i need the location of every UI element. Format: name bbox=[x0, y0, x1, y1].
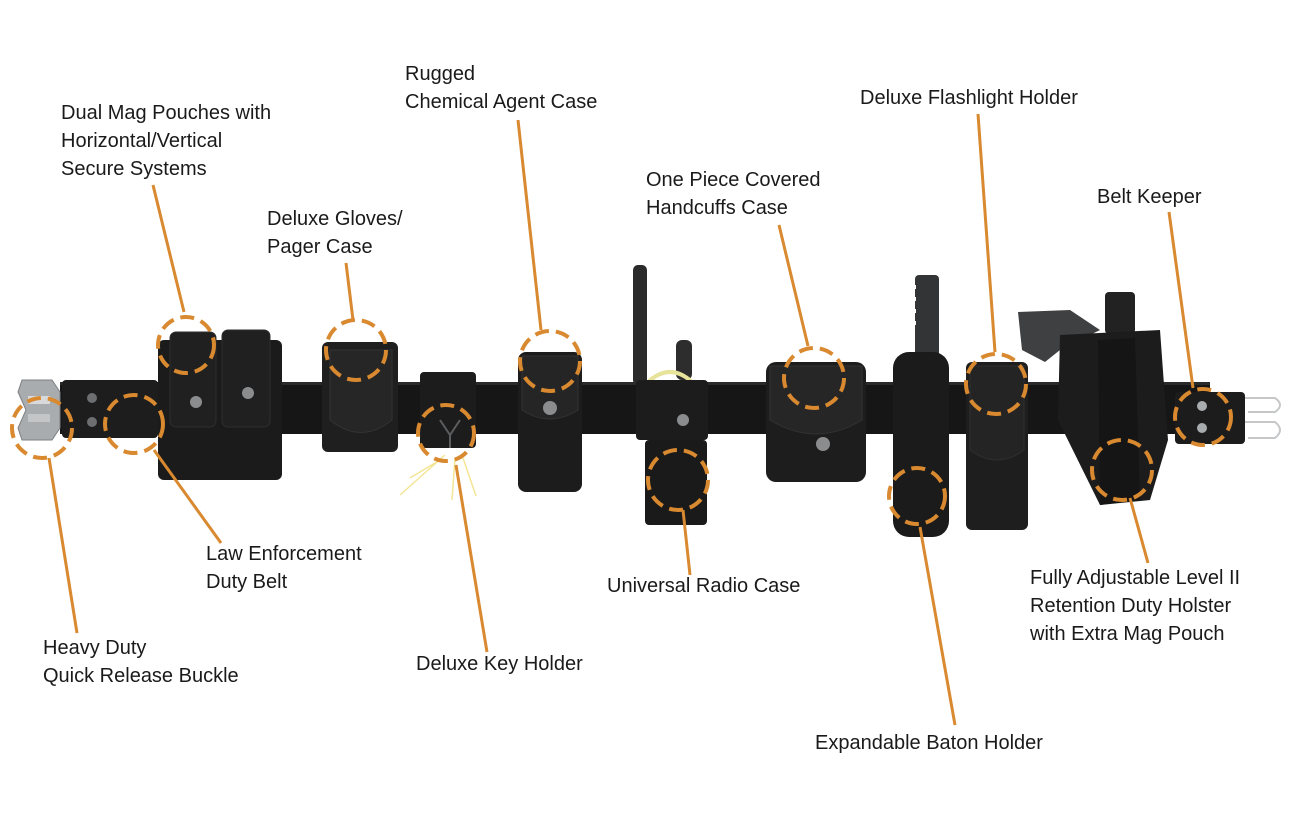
callout-label-line: Chemical Agent Case bbox=[405, 91, 598, 113]
callout-label-line: Rugged bbox=[405, 63, 476, 85]
dashed-highlight-circle bbox=[646, 448, 710, 512]
dashed-highlight-circle bbox=[1173, 387, 1233, 447]
belt-keeper-graphic bbox=[1175, 392, 1281, 444]
callout-label-line: with Extra Mag Pouch bbox=[1030, 623, 1225, 645]
callout-label-line: Dual Mag Pouches with bbox=[61, 102, 272, 124]
callout-belt-keeper bbox=[1167, 211, 1233, 447]
callout-label-line: Belt Keeper bbox=[1097, 186, 1202, 208]
dashed-highlight-circle bbox=[964, 352, 1028, 416]
leader-line bbox=[344, 262, 355, 321]
leader-line bbox=[1128, 497, 1150, 564]
callout-label-line: Duty Belt bbox=[206, 571, 288, 593]
callout-label-line: Pager Case bbox=[267, 236, 373, 258]
flashlight-holder-graphic bbox=[966, 362, 1028, 530]
duty-holster-graphic bbox=[1018, 292, 1168, 505]
callout-dual-mag-pouches bbox=[151, 184, 216, 375]
callout-label-line: Handcuffs Case bbox=[646, 197, 788, 219]
leader-line bbox=[151, 184, 186, 313]
callout-label-line: Secure Systems bbox=[61, 158, 207, 180]
dual-mag-pouches-graphic bbox=[158, 329, 282, 480]
callout-label-line: Heavy Duty bbox=[43, 637, 147, 659]
dashed-highlight-circle bbox=[416, 403, 476, 463]
handcuffs-case-graphic bbox=[766, 362, 866, 482]
callout-baton-holder bbox=[887, 466, 957, 726]
callout-label-gloves-pager-case: Deluxe Gloves/ Pager Case bbox=[267, 205, 403, 261]
callout-label-line: Law Enforcement bbox=[206, 543, 362, 565]
callout-label-duty-belt: Law Enforcement Duty Belt bbox=[206, 540, 362, 596]
dashed-highlight-circle bbox=[887, 466, 947, 526]
callout-handcuffs-case bbox=[777, 224, 846, 410]
callout-label-line: Deluxe Key Holder bbox=[416, 653, 583, 675]
leader-line bbox=[152, 449, 223, 544]
callout-radio-case bbox=[646, 448, 710, 576]
baton-holder-graphic bbox=[893, 275, 949, 537]
callout-layer bbox=[10, 113, 1233, 726]
callout-label-dual-mag-pouches: Dual Mag Pouches with Horizontal/Vertica… bbox=[61, 99, 271, 183]
callout-label-line: One Piece Covered bbox=[646, 169, 821, 191]
dashed-highlight-circle bbox=[518, 329, 582, 393]
leader-line bbox=[1167, 211, 1195, 389]
leader-line bbox=[777, 224, 810, 347]
callout-label-line: Fully Adjustable Level II bbox=[1030, 567, 1241, 589]
callout-label-quick-release-buckle: Heavy Duty Quick Release Buckle bbox=[43, 634, 239, 690]
callout-duty-holster bbox=[1090, 438, 1154, 564]
callout-label-line: Universal Radio Case bbox=[607, 575, 801, 597]
leader-line bbox=[976, 113, 997, 353]
callout-key-holder bbox=[416, 403, 489, 653]
dashed-highlight-circle bbox=[782, 346, 846, 410]
callout-label-handcuffs-case: One Piece Covered Handcuffs Case bbox=[646, 166, 821, 222]
callout-chemical-agent-case bbox=[516, 119, 582, 393]
dashed-highlight-circle bbox=[156, 315, 216, 375]
callout-label-belt-keeper: Belt Keeper bbox=[1097, 183, 1202, 211]
callout-label-line: Retention Duty Holster bbox=[1030, 595, 1232, 617]
callout-label-line: Deluxe Gloves/ bbox=[267, 208, 403, 230]
callout-quick-release-buckle bbox=[10, 396, 79, 634]
leader-line bbox=[454, 464, 489, 653]
callout-label-chemical-agent-case: Rugged Chemical Agent Case bbox=[405, 60, 597, 116]
callout-duty-belt bbox=[103, 393, 223, 544]
leader-line bbox=[516, 119, 543, 331]
callout-label-line: Expandable Baton Holder bbox=[815, 732, 1043, 754]
leader-line bbox=[681, 509, 692, 576]
key-holder-graphic bbox=[399, 372, 477, 501]
callout-label-line: Quick Release Buckle bbox=[43, 665, 239, 687]
callout-flashlight-holder bbox=[964, 113, 1028, 416]
dashed-highlight-circle bbox=[1090, 438, 1154, 502]
callout-label-baton-holder: Expandable Baton Holder bbox=[815, 729, 1043, 757]
dashed-highlight-circle bbox=[103, 393, 165, 455]
leader-line bbox=[918, 526, 957, 726]
dashed-highlight-circle bbox=[10, 396, 74, 460]
callout-label-radio-case: Universal Radio Case bbox=[607, 572, 800, 600]
callout-label-duty-holster: Fully Adjustable Level II Retention Duty… bbox=[1030, 564, 1240, 648]
callout-gloves-pager-case bbox=[324, 262, 388, 382]
callout-label-line: Deluxe Flashlight Holder bbox=[860, 87, 1078, 109]
callout-label-flashlight-holder: Deluxe Flashlight Holder bbox=[860, 84, 1078, 112]
dashed-highlight-circle bbox=[324, 318, 388, 382]
chemical-agent-case-graphic bbox=[518, 352, 582, 492]
radio-case-graphic bbox=[633, 265, 708, 525]
callout-label-key-holder: Deluxe Key Holder bbox=[416, 650, 583, 678]
leader-line bbox=[47, 457, 79, 634]
quick-release-buckle-graphic bbox=[17, 379, 158, 441]
callout-label-line: Horizontal/Vertical bbox=[61, 130, 223, 152]
